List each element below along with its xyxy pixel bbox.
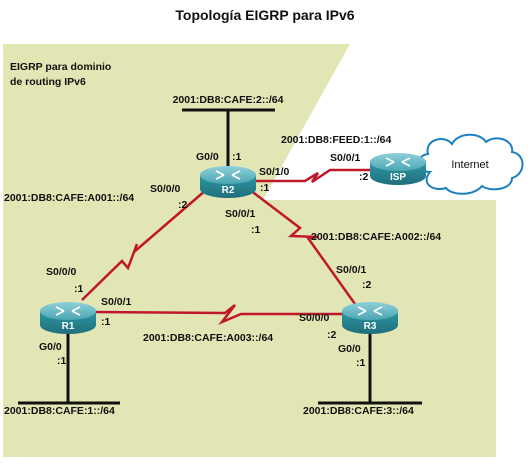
serial-links (81, 168, 390, 325)
network-r1-r2: 2001:DB8:CAFE:A001::/64 (4, 192, 134, 204)
r1-g00-host-label: :1 (57, 355, 66, 367)
r3-s000-host-label: :2 (327, 329, 336, 341)
eigrp-domain-area (3, 44, 496, 457)
r1-s000-host-label: :1 (74, 283, 83, 295)
r2-isp-serial-link (255, 168, 390, 184)
router-r3-label: R3 (364, 321, 377, 332)
r2-s001-label: S0/0/1 (225, 208, 256, 220)
r2-s000-host-label: :2 (178, 199, 187, 211)
router-isp: ISP (370, 153, 426, 185)
ethernet-links (66, 110, 372, 403)
domain-label-line-2: de routing IPv6 (10, 76, 86, 88)
lan-segments (18, 108, 422, 405)
router-arrows-icon (357, 306, 383, 316)
isp-s001-label: S0/0/1 (330, 152, 361, 164)
r3-s000-label: S0/0/0 (299, 312, 330, 324)
r1-r2-serial-link (81, 189, 207, 301)
r3-s001-label: S0/0/1 (336, 264, 367, 276)
r2-g00-label: G0/0 (196, 151, 219, 163)
router-r1: R1 (40, 302, 96, 334)
internet-label: Internet (451, 159, 488, 171)
router-arrows-icon (215, 170, 241, 180)
isp-s001-host-label: :2 (359, 171, 368, 183)
internet-cloud: Internet (417, 133, 524, 195)
r3-g00-label: G0/0 (338, 343, 361, 355)
r2-g00-host-label: :1 (232, 151, 241, 163)
r1-r3-serial-link (94, 304, 345, 325)
r1-s001-host-label: :1 (101, 316, 110, 328)
router-isp-label: ISP (390, 172, 406, 183)
network-r2-r3: 2001:DB8:CAFE:A002::/64 (311, 231, 441, 243)
r2-s010-label: S0/1/0 (259, 166, 290, 178)
router-r3: R3 (342, 302, 398, 334)
r1-s000-label: S0/0/0 (46, 266, 77, 278)
network-lan-r3: 2001:DB8:CAFE:3::/64 (303, 405, 414, 417)
router-arrows-icon (55, 306, 81, 316)
r2-s010-host-label: :1 (260, 182, 269, 194)
network-lan-r2: 2001:DB8:CAFE:2::/64 (173, 94, 284, 106)
r2-r3-serial-link (249, 189, 357, 305)
diagram-title: Topología EIGRP para IPv6 (175, 7, 354, 23)
r3-s001-host-label: :2 (362, 279, 371, 291)
router-r2: R2 (200, 166, 256, 198)
domain-label-line-1: EIGRP para dominio (10, 61, 111, 73)
router-r2-label: R2 (222, 185, 235, 196)
network-lan-r1: 2001:DB8:CAFE:1::/64 (4, 405, 115, 417)
r2-s001-host-label: :1 (251, 224, 260, 236)
router-r1-label: R1 (62, 321, 75, 332)
r1-s001-label: S0/0/1 (101, 296, 132, 308)
router-arrows-icon (385, 157, 411, 167)
r2-s000-label: S0/0/0 (150, 183, 181, 195)
r1-g00-label: G0/0 (39, 341, 62, 353)
network-isp-link: 2001:DB8:FEED:1::/64 (281, 134, 391, 146)
network-r1-r3: 2001:DB8:CAFE:A003::/64 (143, 332, 273, 344)
r3-g00-host-label: :1 (356, 357, 365, 369)
